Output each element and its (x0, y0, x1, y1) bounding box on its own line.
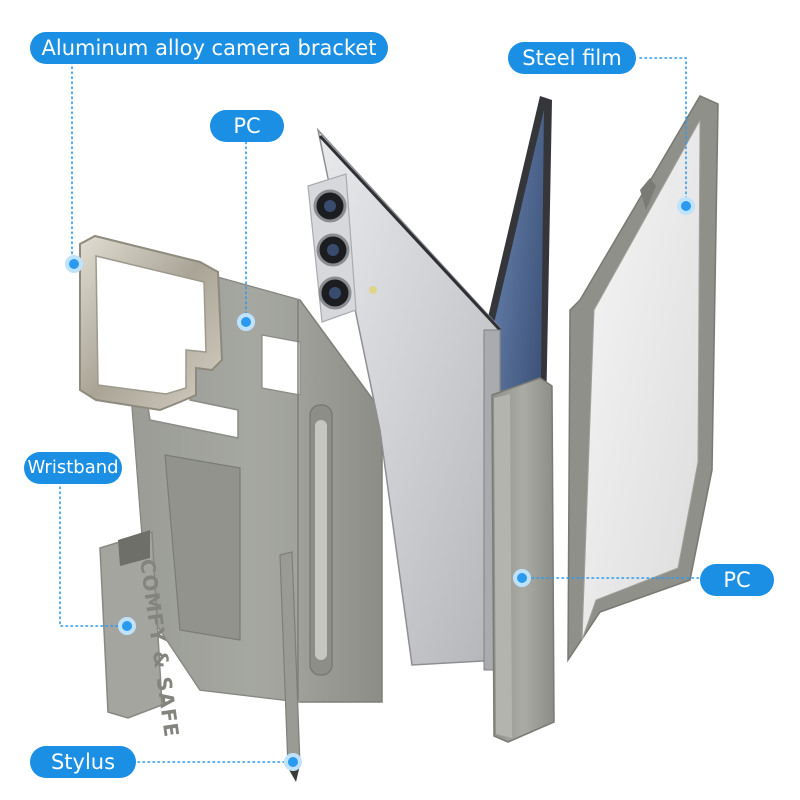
label-wristband: Wristband (24, 452, 122, 484)
camera-bracket (79, 234, 224, 412)
label-stylus: Stylus (30, 746, 136, 778)
front-frame (567, 95, 719, 663)
label-camera-bracket: Aluminum alloy camera bracket (30, 32, 388, 64)
label-pc-top: PC (210, 110, 284, 142)
label-steel-film: Steel film (508, 42, 636, 74)
callout-leaders (59, 57, 701, 771)
label-pc-right: PC (700, 564, 774, 596)
hinge-pc-cover (491, 377, 555, 743)
